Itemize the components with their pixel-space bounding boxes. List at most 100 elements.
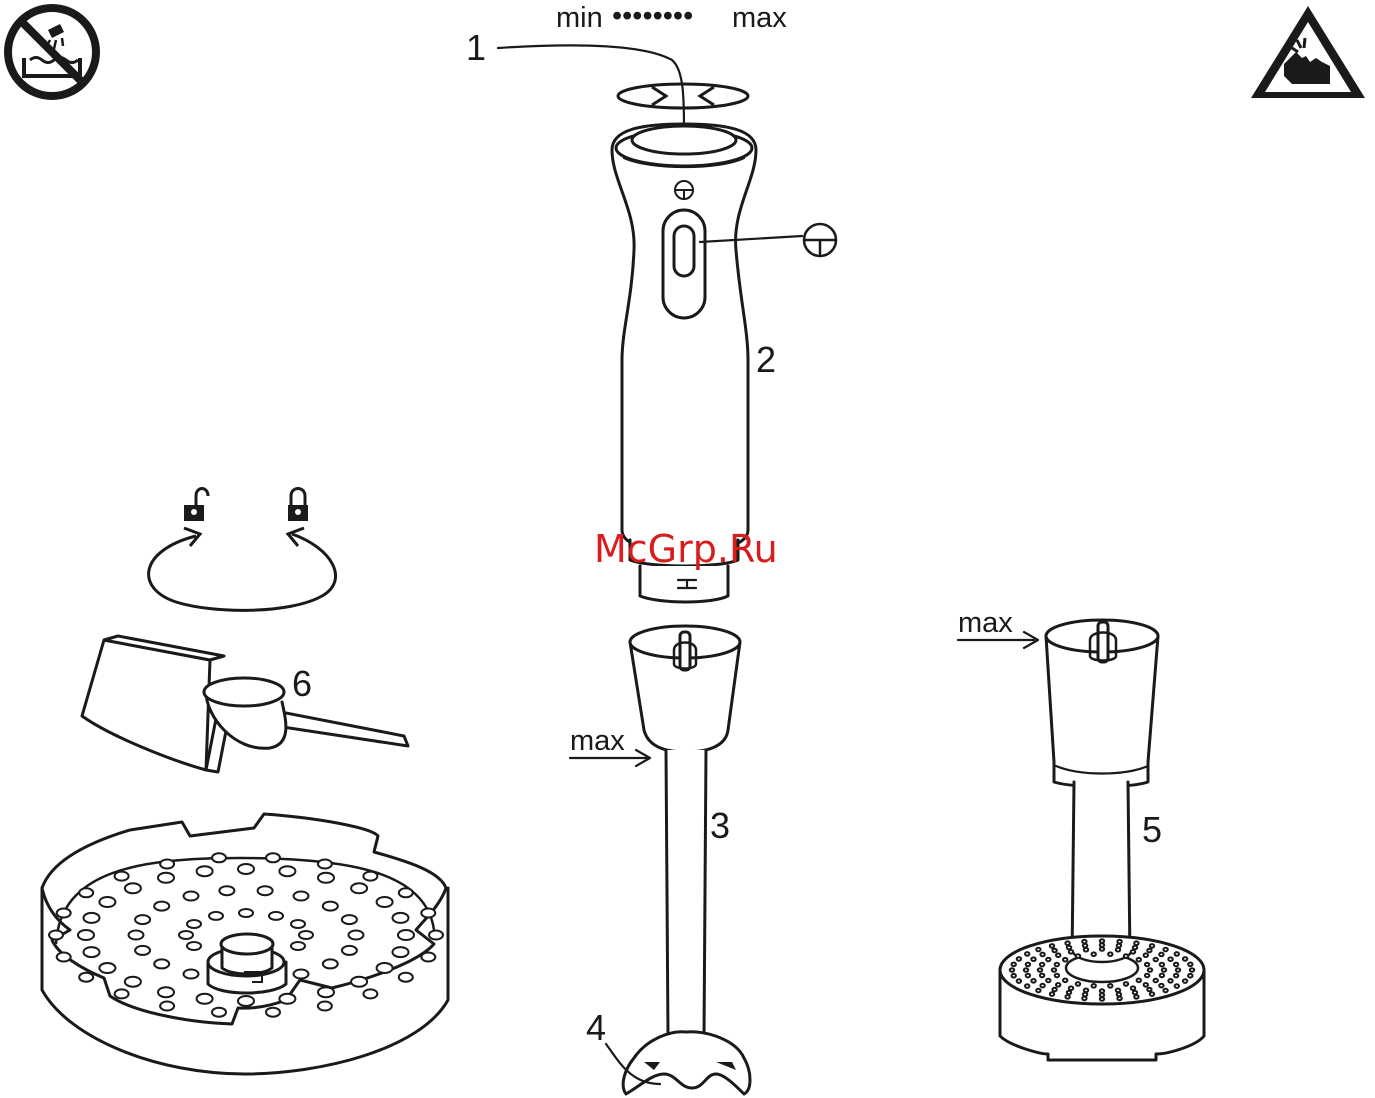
lid-hole bbox=[279, 994, 295, 1004]
lid-hole bbox=[84, 913, 100, 923]
masher-hole bbox=[1069, 986, 1073, 990]
masher-hole bbox=[1154, 958, 1158, 962]
blender-foot-max-mark: max bbox=[570, 725, 625, 757]
lid-hole bbox=[99, 897, 115, 907]
lid-hole bbox=[129, 931, 144, 940]
lid-hole bbox=[49, 931, 63, 940]
lid-hole bbox=[323, 959, 338, 968]
masher-hole bbox=[1082, 997, 1086, 1001]
part-label-2: 2 bbox=[756, 339, 776, 380]
masher-hole bbox=[1067, 946, 1071, 950]
masher-hole bbox=[1134, 995, 1138, 999]
masher-hole bbox=[1150, 944, 1154, 948]
lid-hole bbox=[363, 872, 377, 881]
masher-hole bbox=[1163, 989, 1167, 993]
masher-hole bbox=[1108, 984, 1112, 988]
masher-hole bbox=[1159, 953, 1163, 957]
lid-hole bbox=[154, 902, 169, 911]
leader-line-1 bbox=[498, 45, 684, 130]
masher-hole bbox=[1050, 992, 1054, 996]
masher-hole bbox=[1147, 988, 1151, 992]
sharp-blade-warning-icon bbox=[1251, 6, 1365, 98]
masher-hole bbox=[1084, 948, 1088, 952]
lid-hole bbox=[238, 864, 254, 874]
lid-hole bbox=[79, 888, 93, 897]
masher-hole bbox=[1137, 979, 1141, 983]
masher-hole bbox=[1056, 983, 1060, 987]
lid-hole bbox=[269, 912, 283, 920]
masher-hole bbox=[1108, 952, 1112, 956]
masher-hole bbox=[1147, 949, 1151, 953]
masher-hole bbox=[1116, 989, 1120, 993]
masher-hole bbox=[1131, 950, 1135, 954]
masher-hole bbox=[1055, 974, 1059, 978]
lid-hole bbox=[266, 853, 280, 862]
masher-hole bbox=[1046, 958, 1050, 962]
masher-hole bbox=[1082, 940, 1086, 944]
lid-hole bbox=[399, 888, 413, 897]
masher-hole bbox=[1168, 957, 1172, 961]
masher-hole bbox=[1145, 974, 1149, 978]
masher-hole bbox=[1124, 954, 1128, 958]
lid-hole bbox=[187, 942, 201, 950]
masher-hole bbox=[1050, 944, 1054, 948]
part-label-1: 1 bbox=[466, 27, 486, 68]
part-label-5: 5 bbox=[1142, 809, 1162, 850]
masher-max-mark: max bbox=[958, 607, 1013, 639]
masher-hole bbox=[1145, 963, 1149, 967]
lid-hole bbox=[154, 959, 169, 968]
lock-padlock-icon bbox=[288, 489, 308, 522]
part-label-6: 6 bbox=[292, 663, 312, 704]
masher-hole bbox=[1012, 963, 1016, 967]
lid-hole bbox=[349, 931, 364, 940]
lid-hole bbox=[377, 963, 393, 973]
lid-hole bbox=[57, 953, 71, 962]
lid-hole bbox=[158, 873, 174, 883]
lid-hole bbox=[291, 942, 305, 950]
lid-hole bbox=[197, 994, 213, 1004]
part-label-4: 4 bbox=[586, 1007, 606, 1048]
masher-hole bbox=[1175, 984, 1179, 988]
lid-hole bbox=[393, 947, 409, 957]
masher-hole bbox=[1160, 963, 1164, 967]
masher-hole bbox=[1092, 984, 1096, 988]
lid-hole bbox=[421, 953, 435, 962]
lid-hole bbox=[187, 920, 201, 928]
masher-hole bbox=[1017, 957, 1021, 961]
masher-hole bbox=[1017, 979, 1021, 983]
masher-hole bbox=[1154, 979, 1158, 983]
masher-hole bbox=[1046, 979, 1050, 983]
masher-hole bbox=[1036, 989, 1040, 993]
masher-hole bbox=[1040, 984, 1044, 988]
masher-hole bbox=[1150, 992, 1154, 996]
masher-hole bbox=[1116, 948, 1120, 952]
lid-hole bbox=[219, 886, 234, 895]
masher-hole bbox=[1159, 984, 1163, 988]
masher-hole bbox=[1148, 968, 1152, 972]
lid-hole bbox=[238, 996, 254, 1006]
masher-hole bbox=[1190, 968, 1194, 972]
lid-hole bbox=[266, 1008, 280, 1017]
blender-foot bbox=[623, 626, 750, 1094]
masher-hole bbox=[1063, 979, 1067, 983]
lid-hole bbox=[279, 866, 295, 876]
speed-min-label: min bbox=[556, 2, 603, 34]
lid-hole bbox=[135, 946, 150, 955]
lid-hole bbox=[318, 987, 334, 997]
masher-hole bbox=[1052, 949, 1056, 953]
masher-hole bbox=[1174, 974, 1178, 978]
lid-hole bbox=[184, 892, 199, 901]
masher-hole bbox=[1176, 968, 1180, 972]
masher-hole bbox=[1188, 974, 1192, 978]
masher-hole bbox=[1137, 958, 1141, 962]
unlock-padlock-icon bbox=[184, 489, 208, 522]
lid-hole bbox=[99, 963, 115, 973]
masher-hole bbox=[1010, 968, 1014, 972]
lid-hole bbox=[363, 989, 377, 998]
lid-hole bbox=[351, 977, 367, 987]
lid-hole bbox=[57, 909, 71, 918]
lid-hole bbox=[429, 931, 443, 940]
masher-hole bbox=[1065, 995, 1069, 999]
masher-hole bbox=[1124, 982, 1128, 986]
